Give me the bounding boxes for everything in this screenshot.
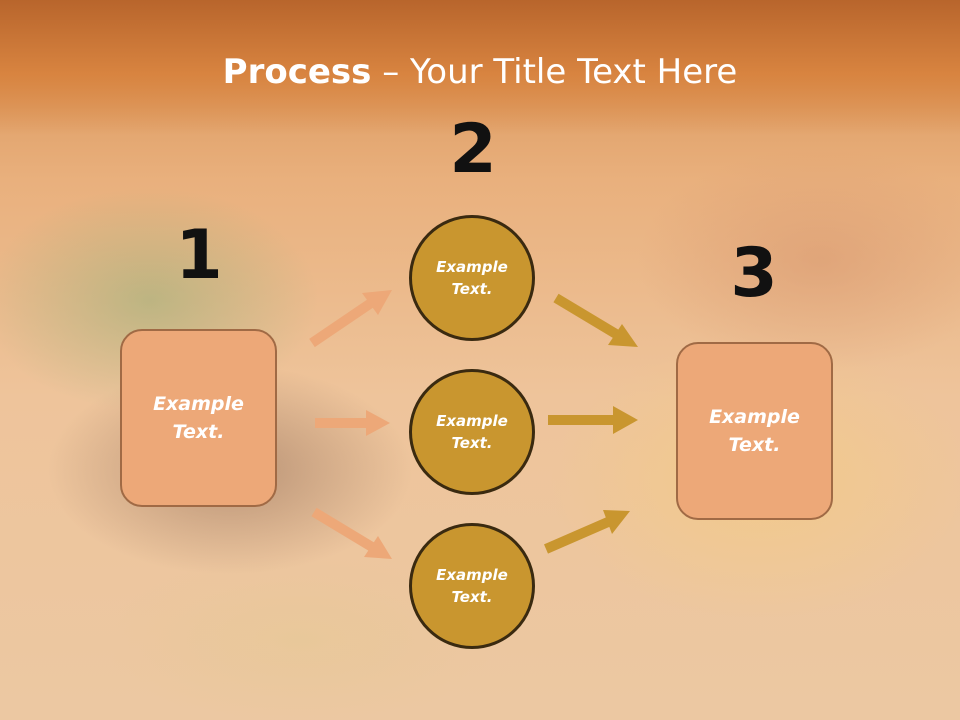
title-band [0, 0, 960, 135]
step-1-box[interactable]: Example Text. [120, 329, 277, 507]
arrow-box1-to-circle-middle [315, 410, 390, 436]
slide-title[interactable]: Process – Your Title Text Here [0, 52, 960, 92]
circle-middle-line-1: Example [436, 411, 508, 430]
arrow-circle-top-to-box3 [553, 293, 638, 347]
step-2-circle-top[interactable]: Example Text. [409, 215, 535, 341]
arrow-box1-to-circle-bottom [311, 507, 392, 559]
step-number-1: 1 [175, 216, 223, 295]
circle-top-line-2: Text. [451, 280, 493, 298]
circle-bottom-line-2: Text. [451, 588, 493, 606]
step-3-text-line-1: Example [709, 405, 800, 428]
arrow-circle-middle-to-box3 [548, 406, 638, 434]
title-dash: – [371, 52, 411, 92]
step-2-circle-bottom[interactable]: Example Text. [409, 523, 535, 649]
step-2-circle-middle[interactable]: Example Text. [409, 369, 535, 495]
step-1-text-line-2: Text. [172, 421, 225, 443]
arrow-circle-bottom-to-box3 [544, 510, 630, 554]
title-bold-part: Process [222, 52, 372, 92]
circle-top-line-1: Example [436, 257, 508, 276]
arrow-box1-to-circle-top [309, 290, 392, 348]
title-rest: Your Title Text Here [410, 52, 738, 92]
step-3-text-line-2: Text. [728, 434, 781, 456]
step-1-text-line-1: Example [153, 392, 244, 415]
step-3-box[interactable]: Example Text. [676, 342, 833, 520]
circle-bottom-line-1: Example [436, 565, 508, 584]
circle-middle-line-2: Text. [451, 434, 493, 452]
step-number-3: 3 [730, 234, 778, 313]
step-number-2: 2 [449, 110, 497, 189]
